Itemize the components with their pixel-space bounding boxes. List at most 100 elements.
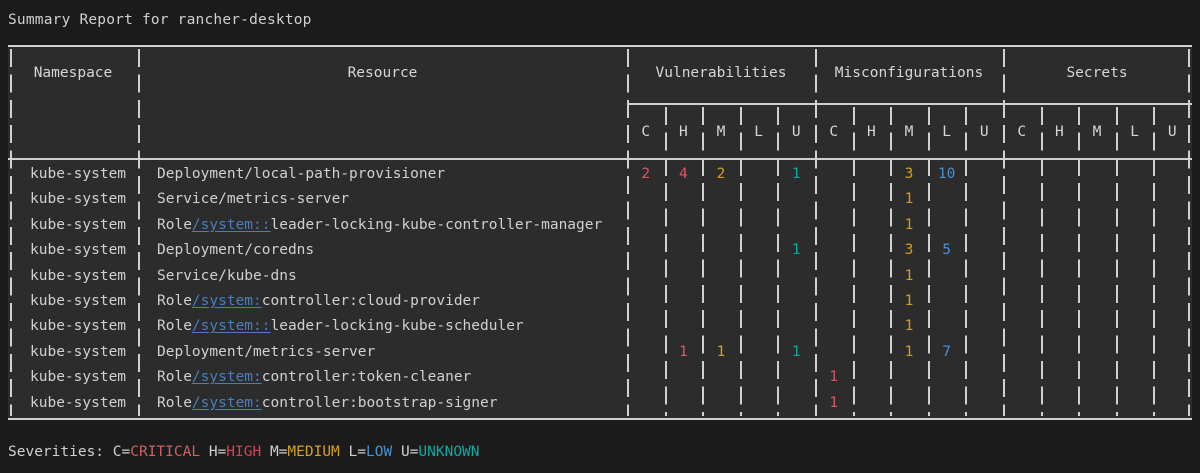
cell-resource: Role/system::leader-locking-kube-control… bbox=[157, 213, 602, 238]
legend-key-l: L= bbox=[348, 444, 366, 460]
cell-resource: Role/system:controller:bootstrap-signer bbox=[157, 391, 497, 416]
col-header-secrets-u: U bbox=[1167, 124, 1177, 140]
resource-prefix: Role bbox=[157, 293, 192, 309]
cell-vulnerabilities-u: 1 bbox=[791, 242, 801, 259]
severity-legend: Severities: C=CRITICAL H=HIGH M=MEDIUM L… bbox=[8, 440, 480, 465]
col-header-vulnerabilities-h: H bbox=[679, 124, 688, 140]
sep-misconfigurations-H bbox=[852, 107, 855, 416]
table-row[interactable]: kube-system Service/metrics-server 1 bbox=[8, 187, 1192, 212]
table-left-edge bbox=[10, 49, 12, 416]
col-header-secrets-c: C bbox=[1017, 124, 1027, 140]
cell-misconfigurations-m: 1 bbox=[904, 191, 914, 208]
table-row[interactable]: kube-system Role/system::leader-locking-k… bbox=[8, 213, 1192, 238]
cell-misconfigurations-c: 1 bbox=[829, 394, 839, 411]
sep-misconfigurations-M bbox=[890, 107, 893, 416]
cell-misconfigurations-l: 7 bbox=[942, 343, 951, 360]
resource-link[interactable]: /system:: bbox=[191, 318, 271, 335]
cell-vulnerabilities-m: 1 bbox=[716, 343, 726, 360]
resource-suffix: controller:bootstrap-signer bbox=[261, 394, 498, 411]
cell-namespace: kube-system bbox=[30, 216, 127, 233]
sep-vulnerabilities-H bbox=[664, 107, 667, 416]
cell-resource: Deployment/coredns bbox=[157, 238, 314, 263]
resource-link[interactable]: /system:: bbox=[191, 216, 271, 233]
cell-vulnerabilities-u: 1 bbox=[791, 343, 801, 360]
cell-resource: Service/kube-dns bbox=[157, 264, 297, 289]
group-header-underline bbox=[627, 103, 1192, 105]
sep-secrets-M bbox=[1078, 107, 1081, 416]
cell-misconfigurations-m: 1 bbox=[904, 216, 914, 233]
cell-misconfigurations-m: 1 bbox=[904, 343, 914, 360]
legend-separator bbox=[200, 444, 209, 460]
table-top-border bbox=[8, 45, 1192, 47]
legend-key-c: C= bbox=[112, 444, 131, 460]
resource-suffix: controller:cloud-provider bbox=[261, 293, 481, 309]
col-header-vulnerabilities-l: L bbox=[754, 124, 763, 140]
cell-resource: Deployment/metrics-server bbox=[157, 340, 375, 365]
legend-key-h: H= bbox=[208, 444, 227, 460]
resource-prefix: Deployment/coredns bbox=[157, 242, 315, 259]
resource-link[interactable]: /system: bbox=[191, 394, 262, 411]
col-header-misconfigurations-l: L bbox=[942, 124, 951, 140]
col-header-vulnerabilities-m: M bbox=[716, 124, 726, 140]
sep-vulnerabilities-L bbox=[739, 107, 742, 416]
col-header-secrets-h: H bbox=[1055, 124, 1064, 140]
col-header-resource: Resource bbox=[347, 65, 418, 81]
cell-namespace: kube-system bbox=[30, 343, 127, 360]
table-row[interactable]: kube-system Role/system::leader-locking-k… bbox=[8, 314, 1192, 339]
resource-prefix: Role bbox=[157, 394, 192, 411]
sep-secrets-L bbox=[1115, 107, 1118, 416]
cell-resource: Role/system:controller:cloud-provider bbox=[157, 289, 480, 314]
cell-namespace: kube-system bbox=[30, 191, 127, 208]
cell-resource: Role/system::leader-locking-kube-schedul… bbox=[157, 314, 524, 339]
cell-namespace: kube-system bbox=[30, 166, 127, 182]
legend-separator bbox=[392, 444, 401, 460]
legend-label-l: LOW bbox=[366, 444, 393, 460]
cell-misconfigurations-l: 5 bbox=[942, 242, 951, 259]
cell-namespace: kube-system bbox=[30, 369, 127, 386]
legend-label-c: CRITICAL bbox=[130, 444, 201, 460]
sep-resource-severities bbox=[627, 49, 629, 416]
cell-namespace: kube-system bbox=[30, 242, 127, 259]
col-header-vulnerabilities-u: U bbox=[791, 124, 801, 140]
cell-resource: Service/metrics-server bbox=[157, 187, 349, 212]
sep-secrets-U bbox=[1153, 107, 1156, 416]
cell-namespace: kube-system bbox=[30, 318, 127, 335]
cell-misconfigurations-m: 1 bbox=[904, 293, 914, 309]
cell-vulnerabilities-c: 2 bbox=[641, 166, 651, 182]
sep-vulnerabilities-M bbox=[702, 107, 705, 416]
resource-link[interactable]: /system: bbox=[191, 369, 262, 386]
col-group-header-secrets: Secrets bbox=[1066, 65, 1128, 81]
legend-key-u: U= bbox=[400, 444, 419, 460]
resource-suffix: leader-locking-kube-scheduler bbox=[270, 318, 524, 335]
cell-misconfigurations-m: 3 bbox=[904, 242, 914, 259]
table-row[interactable]: kube-system Deployment/coredns 1 3 5 bbox=[8, 238, 1192, 263]
cell-namespace: kube-system bbox=[30, 267, 127, 284]
resource-prefix: Service/metrics-server bbox=[157, 191, 350, 208]
table-row[interactable]: kube-system Deployment/metrics-server 1 1 1 1… bbox=[8, 340, 1192, 365]
cell-vulnerabilities-m: 2 bbox=[716, 166, 726, 182]
resource-suffix: controller:token-cleaner bbox=[261, 369, 472, 386]
cell-misconfigurations-c: 1 bbox=[829, 369, 839, 386]
cell-misconfigurations-m: 3 bbox=[904, 166, 914, 182]
col-header-misconfigurations-u: U bbox=[979, 124, 989, 140]
col-group-header-vulnerabilities: Vulnerabilities bbox=[655, 65, 787, 81]
page-title: Summary Report for rancher-desktop bbox=[8, 12, 312, 28]
resource-prefix: Service/kube-dns bbox=[157, 267, 297, 284]
sep-namespace-resource bbox=[138, 49, 140, 416]
col-header-secrets-l: L bbox=[1130, 124, 1139, 140]
resource-link[interactable]: /system: bbox=[191, 293, 262, 309]
header-underline bbox=[8, 158, 1192, 160]
legend-label-m: MEDIUM bbox=[287, 444, 340, 460]
resource-prefix: Deployment/metrics-server bbox=[157, 343, 376, 360]
cell-vulnerabilities-h: 1 bbox=[679, 343, 688, 360]
legend-separator bbox=[340, 444, 349, 460]
col-group-header-misconfigurations: Misconfigurations bbox=[834, 65, 984, 81]
col-header-vulnerabilities-c: C bbox=[641, 124, 651, 140]
sep-misconfigurations-L bbox=[927, 107, 930, 416]
